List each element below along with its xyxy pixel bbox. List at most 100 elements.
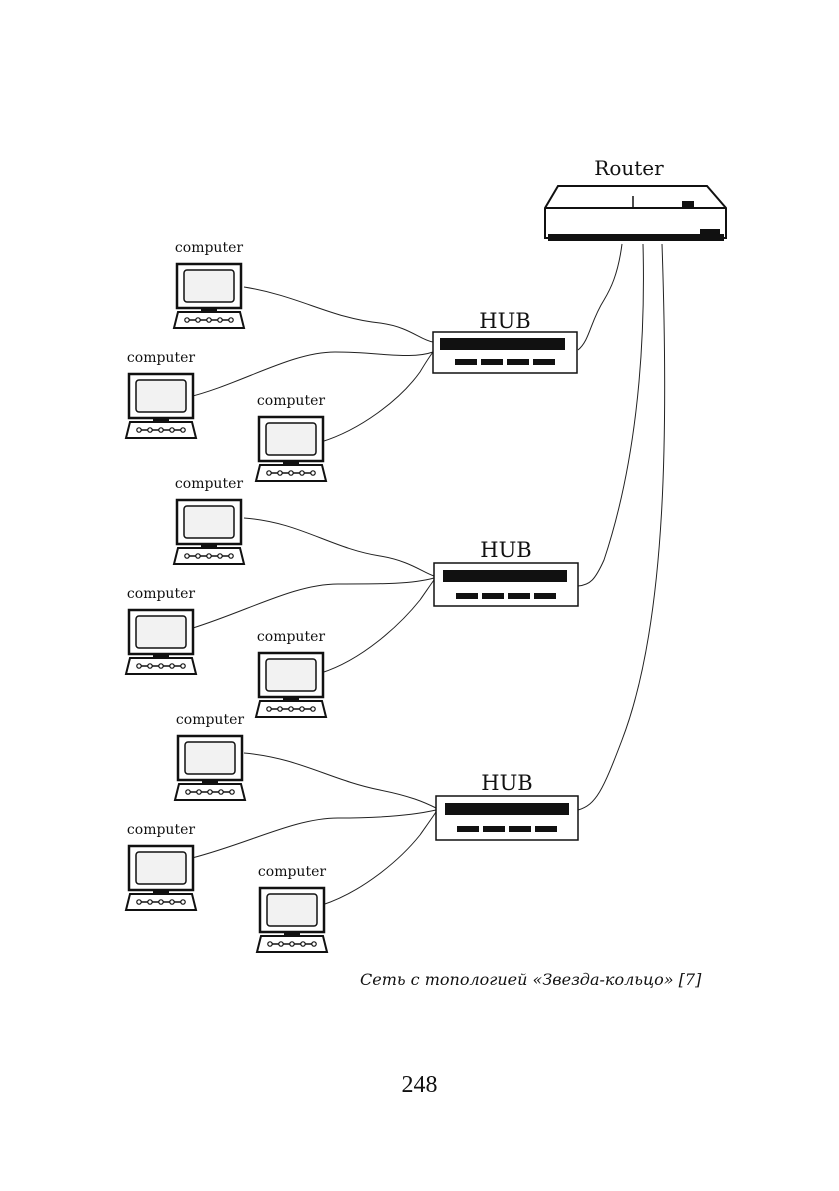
key bbox=[186, 790, 190, 794]
key bbox=[148, 900, 152, 904]
key bbox=[181, 664, 185, 668]
hub-3: HUB bbox=[436, 771, 578, 840]
cable-router-hub-2 bbox=[578, 244, 643, 586]
key bbox=[300, 471, 304, 475]
computer-label: computer bbox=[127, 350, 195, 366]
key bbox=[197, 790, 201, 794]
computer-label: computer bbox=[127, 586, 195, 602]
key bbox=[218, 554, 222, 558]
cable-computer-2-2 bbox=[193, 578, 434, 628]
computer: computer bbox=[174, 476, 244, 564]
key bbox=[137, 428, 141, 432]
screen bbox=[136, 852, 186, 884]
computer: computer bbox=[126, 822, 196, 910]
hub-label: HUB bbox=[479, 309, 530, 333]
key bbox=[312, 942, 316, 946]
screen bbox=[184, 506, 234, 538]
hub-1: HUB bbox=[433, 309, 577, 373]
key bbox=[170, 900, 174, 904]
key bbox=[148, 428, 152, 432]
hub-port-strip bbox=[445, 803, 569, 815]
cable-router-hub-3 bbox=[578, 244, 665, 810]
cable-computer-3-2 bbox=[192, 810, 436, 858]
computer: computer bbox=[256, 393, 326, 481]
key bbox=[301, 942, 305, 946]
key bbox=[208, 790, 212, 794]
computer: computer bbox=[175, 712, 245, 800]
computers: computer computer computer computer computer… bbox=[126, 240, 327, 952]
cable-computer-3-3 bbox=[322, 812, 436, 905]
router-led bbox=[682, 201, 694, 207]
key bbox=[278, 707, 282, 711]
key bbox=[207, 554, 211, 558]
screen bbox=[266, 659, 316, 691]
hub-case bbox=[434, 563, 578, 606]
key bbox=[137, 900, 141, 904]
key bbox=[159, 664, 163, 668]
cable-router-hub-1 bbox=[578, 244, 622, 350]
key bbox=[159, 900, 163, 904]
cable-computer-1-2 bbox=[185, 352, 433, 398]
key bbox=[289, 471, 293, 475]
key bbox=[181, 428, 185, 432]
key bbox=[218, 318, 222, 322]
key bbox=[229, 318, 233, 322]
hub-port-strip bbox=[440, 338, 565, 350]
computer: computer bbox=[256, 629, 326, 717]
key bbox=[181, 900, 185, 904]
screen bbox=[266, 423, 316, 455]
hub-2: HUB bbox=[434, 538, 578, 606]
key bbox=[267, 707, 271, 711]
key bbox=[137, 664, 141, 668]
key bbox=[300, 707, 304, 711]
key bbox=[229, 554, 233, 558]
key bbox=[289, 707, 293, 711]
computer-label: computer bbox=[175, 240, 243, 256]
computer: computer bbox=[126, 586, 196, 674]
key bbox=[278, 471, 282, 475]
computer-label: computer bbox=[257, 393, 325, 409]
key bbox=[148, 664, 152, 668]
hub-case bbox=[436, 796, 578, 840]
cables bbox=[185, 244, 665, 905]
key bbox=[290, 942, 294, 946]
router-port bbox=[700, 229, 720, 234]
router-label: Router bbox=[594, 156, 664, 180]
screen bbox=[185, 742, 235, 774]
computer-label: computer bbox=[258, 864, 326, 880]
key bbox=[170, 664, 174, 668]
cable-computer-2-1 bbox=[244, 518, 434, 576]
hub-port-strip bbox=[443, 570, 567, 582]
cable-computer-2-3 bbox=[321, 580, 434, 673]
computer-label: computer bbox=[127, 822, 195, 838]
hub-label: HUB bbox=[480, 538, 531, 562]
key bbox=[170, 428, 174, 432]
computer: computer bbox=[126, 350, 196, 438]
key bbox=[311, 471, 315, 475]
computer-label: computer bbox=[175, 476, 243, 492]
computer: computer bbox=[257, 864, 327, 952]
key bbox=[185, 554, 189, 558]
screen bbox=[136, 616, 186, 648]
key bbox=[267, 471, 271, 475]
cable-computer-1-3 bbox=[321, 352, 433, 442]
hub-label: HUB bbox=[481, 771, 532, 795]
key bbox=[230, 790, 234, 794]
router: Router bbox=[545, 156, 726, 241]
router-front-panel bbox=[548, 234, 724, 241]
computer-label: computer bbox=[257, 629, 325, 645]
router-case bbox=[545, 186, 726, 238]
computer-label: computer bbox=[176, 712, 244, 728]
figure-caption: Сеть с топологией «Звезда-кольцо» [7] bbox=[360, 970, 760, 989]
key bbox=[279, 942, 283, 946]
key bbox=[196, 554, 200, 558]
screen bbox=[267, 894, 317, 926]
cable-computer-1-1 bbox=[244, 287, 433, 342]
screen bbox=[136, 380, 186, 412]
key bbox=[219, 790, 223, 794]
page-number: 248 bbox=[0, 1072, 839, 1099]
cable-computer-3-1 bbox=[244, 753, 436, 808]
key bbox=[159, 428, 163, 432]
key bbox=[196, 318, 200, 322]
